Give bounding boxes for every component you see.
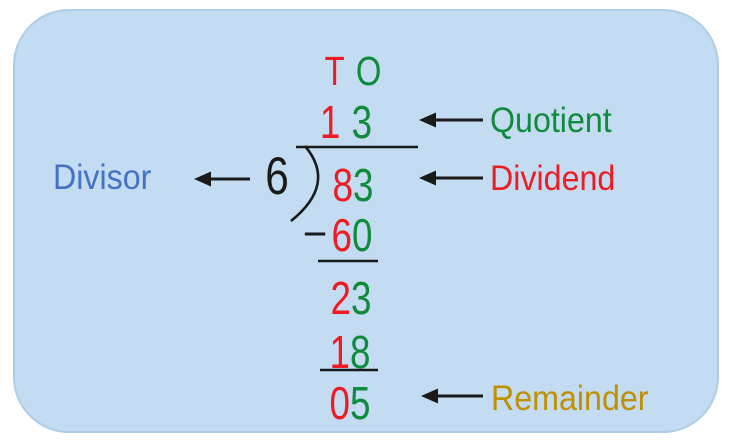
subtrahend-ones-digit: 0 [352,209,373,261]
difference-digits: 2 3 [295,273,407,323]
quotient-label-text: Quotient [490,100,612,140]
dividend-tens-digit: 8 [332,159,353,211]
second-subtrahend-digits: 1 8 [294,327,406,377]
remainder-tens-digit: 0 [329,377,350,429]
ones-place-letter: O [355,47,382,94]
divisor-digit: 6 [249,146,305,206]
dividend-ones-digit: 3 [353,159,374,211]
minus-sign: − [298,209,332,259]
quotient-ones-digit: 3 [351,96,373,148]
diagram-panel [13,9,719,433]
remainder-digits: 0 5 [294,378,406,428]
remainder-ones-digit: 5 [350,377,371,429]
quotient-digits: 1 3 [290,97,402,147]
second-subtrahend-tens-digit: 1 [329,326,350,378]
remainder-label-text: Remainder [491,378,649,418]
quotient-label: Quotient [490,95,612,145]
second-subtrahend-ones-digit: 8 [350,326,371,378]
dividend-digits: 8 3 [297,160,409,210]
minus-sign-glyph: − [302,210,328,257]
difference-tens-digit: 2 [330,272,351,324]
subtrahend-digits: 6 0 [296,210,408,260]
subtrahend-tens-digit: 6 [331,209,352,261]
tens-place-letter: T [324,47,345,94]
dividend-label: Dividend [490,153,615,203]
place-value-header: T O [297,46,409,96]
quotient-tens-digit: 1 [319,96,341,148]
divisor-label: Divisor [53,152,151,202]
divisor-label-text: Divisor [53,157,152,197]
remainder-label: Remainder [491,373,649,423]
dividend-label-text: Dividend [490,158,616,198]
difference-ones-digit: 3 [351,272,372,324]
divisor-digit-value: 6 [265,146,289,206]
